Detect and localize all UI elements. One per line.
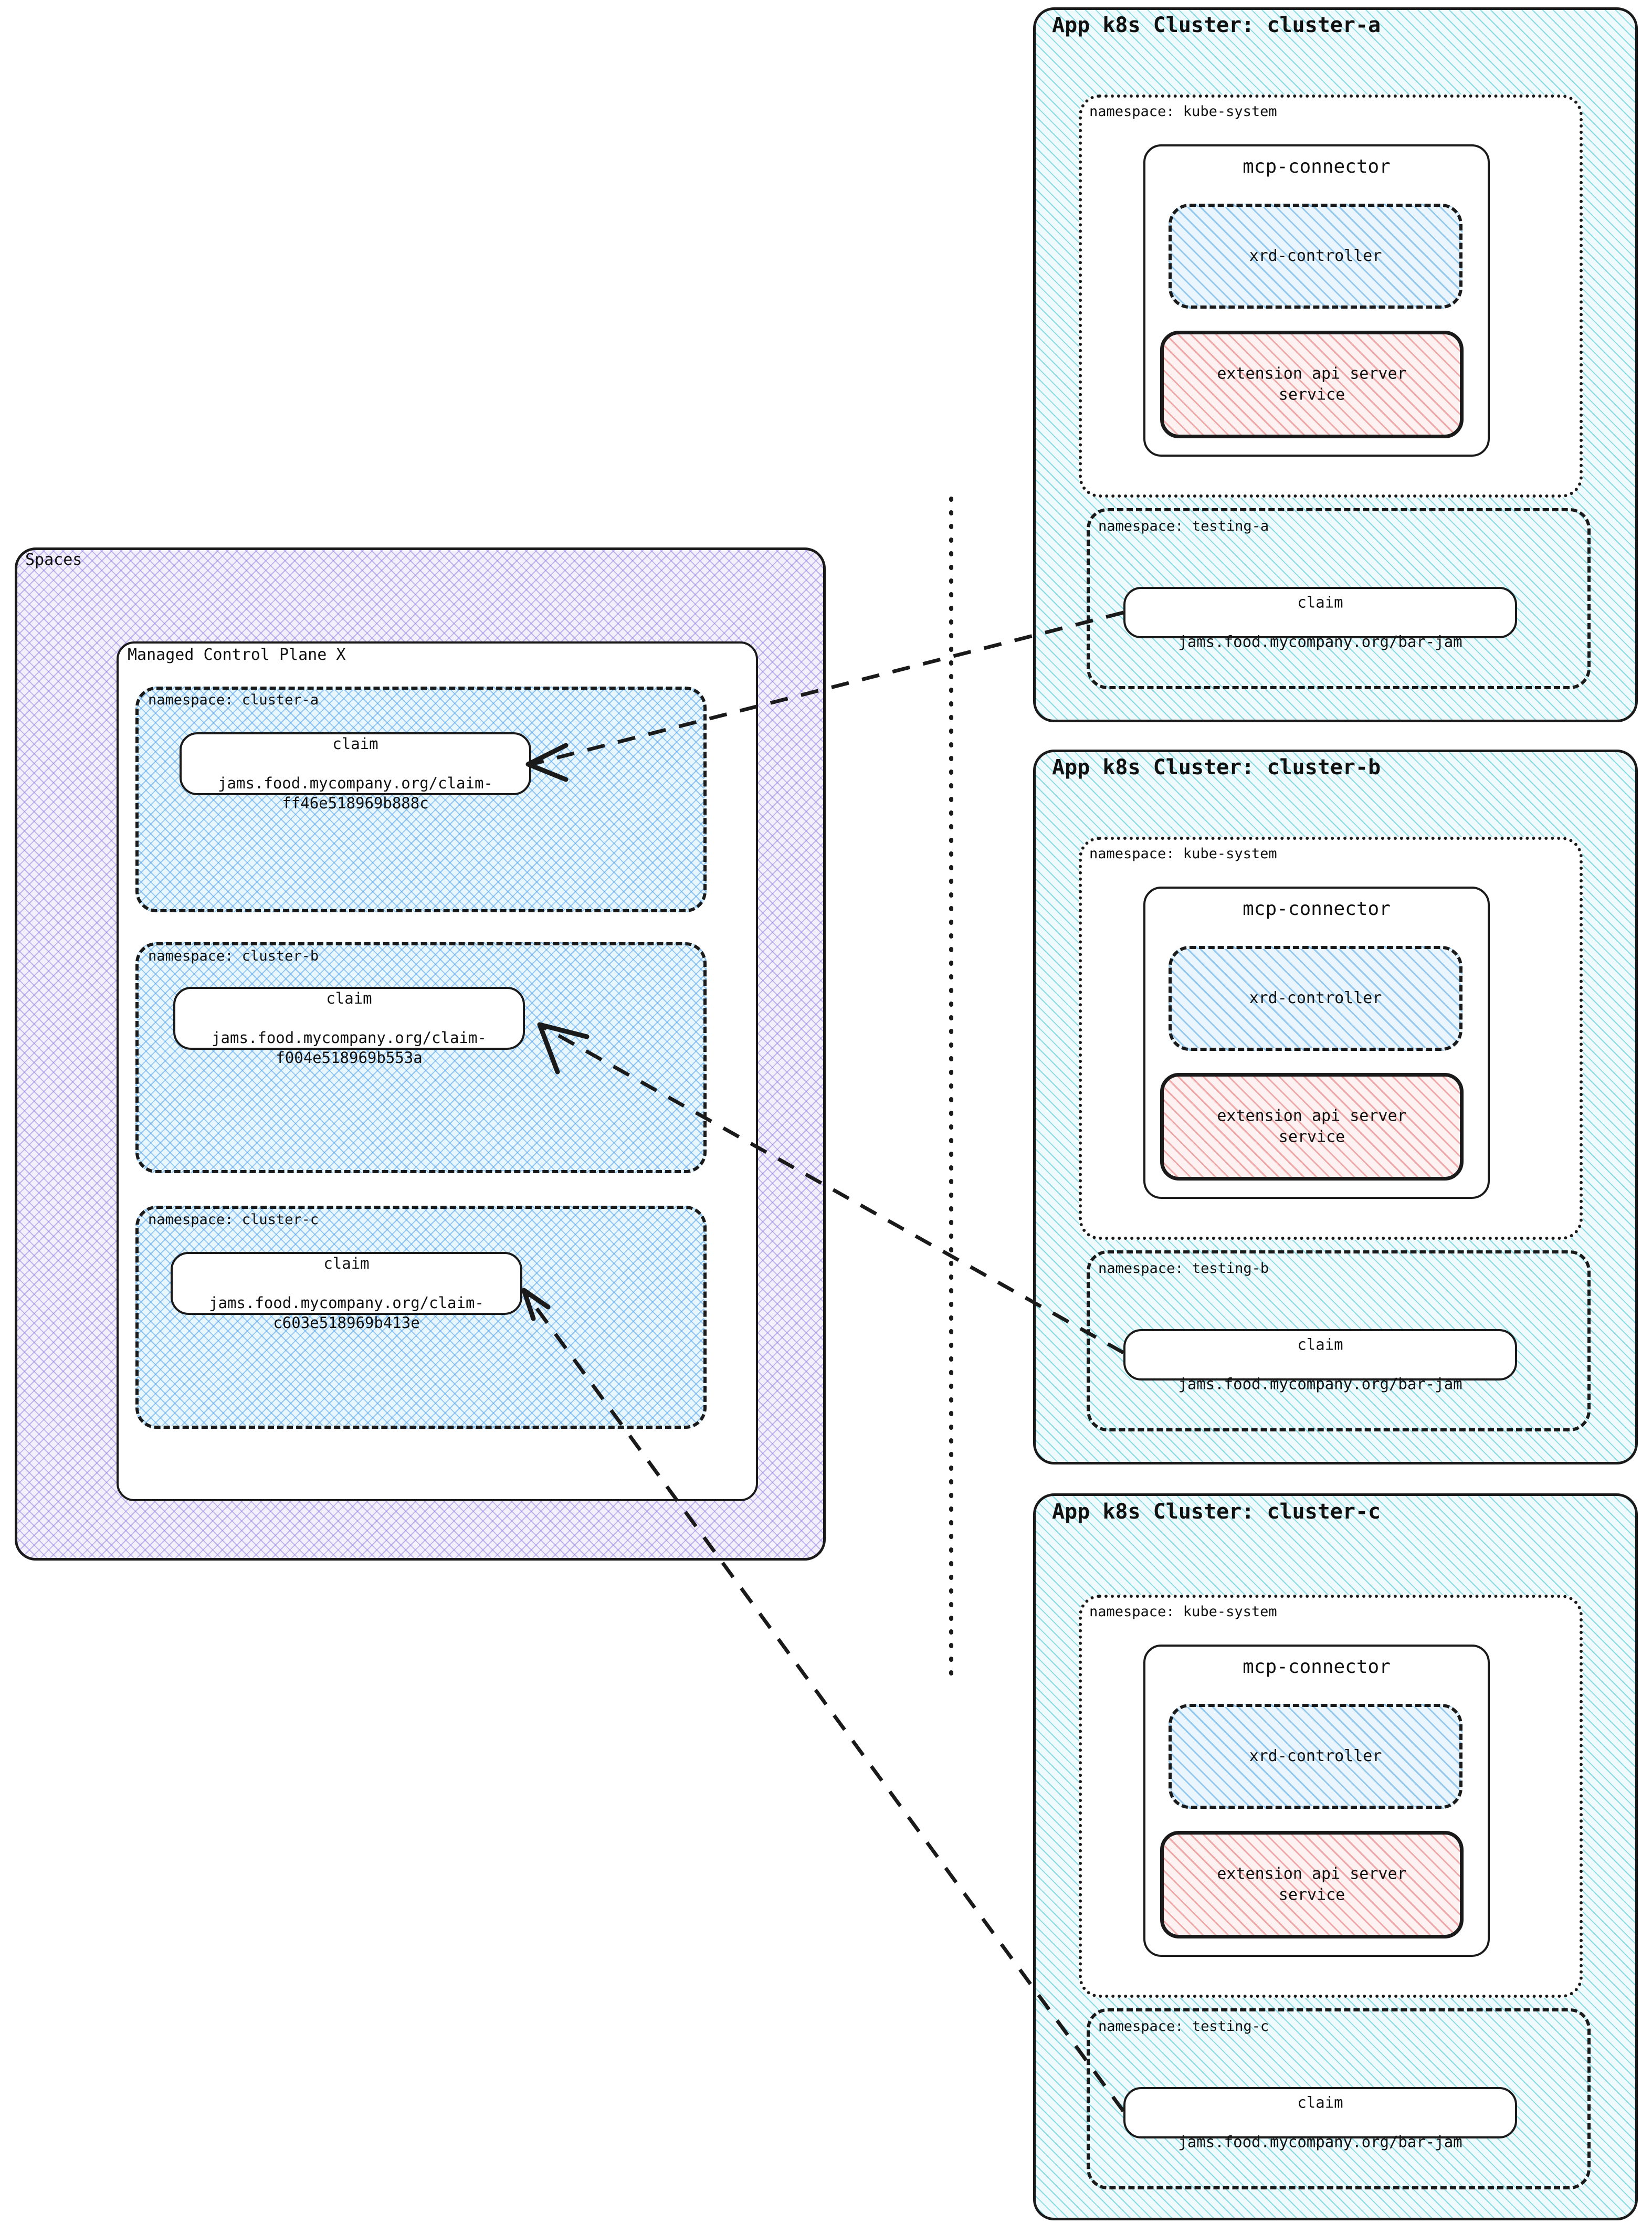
mcp-namespace-cluster-a-label: namespace: cluster-a (148, 692, 319, 708)
claim-ref-c: jams.food.mycompany.org/claim- c603e5189… (209, 1293, 484, 1332)
claim-card-cluster-a[interactable]: claim jams.food.mycompany.org/claim- ff4… (180, 732, 531, 812)
cluster-a-kube-system-label: namespace: kube-system (1089, 103, 1277, 120)
cluster-a-testing-label: namespace: testing-a (1098, 518, 1269, 534)
app-cluster-b-title: App k8s Cluster: cluster-b (1052, 755, 1381, 779)
claim-ref-b: jams.food.mycompany.org/claim- f004e5189… (212, 1028, 487, 1067)
cluster-c-testing-claim-ref: jams.food.mycompany.org/bar-jam (1178, 2133, 1462, 2151)
claim-card-cluster-b-kind: claim jams.food.mycompany.org/claim- f00… (180, 969, 519, 1068)
cluster-b-testing-claim-ref: jams.food.mycompany.org/bar-jam (1178, 1375, 1462, 1393)
cluster-b-mcp-connector-title: mcp-connector (1243, 898, 1391, 920)
managed-control-plane-label: Managed Control Plane X (128, 646, 346, 664)
cluster-c-xrd-controller: xrd-controller (1169, 1704, 1462, 1809)
cluster-a-testing-claim-kind: claim (1297, 593, 1343, 612)
cluster-b-testing-claim-text: claim jams.food.mycompany.org/bar-jam (1130, 1315, 1511, 1395)
claim-kind-c: claim (323, 1254, 370, 1272)
cluster-c-mcp-connector-title: mcp-connector (1243, 1656, 1391, 1678)
cluster-b-extension-api-server-label: extension api server service (1217, 1107, 1407, 1146)
cluster-a-mcp-connector-title: mcp-connector (1243, 156, 1391, 177)
cluster-b-kube-system-label: namespace: kube-system (1089, 846, 1277, 862)
cluster-a-testing-claim-card[interactable]: claim jams.food.mycompany.org/bar-jam (1123, 587, 1517, 651)
cluster-a-extension-api-server-label: extension api server service (1217, 364, 1407, 404)
cluster-a-testing-namespace (1087, 508, 1591, 689)
claim-card-cluster-a-kind: claim jams.food.mycompany.org/claim- ff4… (186, 714, 525, 813)
cluster-b-testing-claim-card[interactable]: claim jams.food.mycompany.org/bar-jam (1123, 1329, 1517, 1393)
claim-kind-b: claim (326, 989, 372, 1007)
claim-ref-a: jams.food.mycompany.org/claim- ff46e5189… (218, 774, 493, 812)
cluster-c-testing-claim-kind: claim (1297, 2093, 1343, 2112)
cluster-c-testing-claim-card[interactable]: claim jams.food.mycompany.org/bar-jam (1123, 2087, 1517, 2151)
claim-card-cluster-c[interactable]: claim jams.food.mycompany.org/claim- c60… (171, 1252, 522, 1332)
cluster-b-testing-claim-kind: claim (1297, 1335, 1343, 1354)
cluster-c-xrd-controller-label: xrd-controller (1249, 1746, 1382, 1765)
cluster-b-testing-label: namespace: testing-b (1098, 1260, 1269, 1277)
cluster-c-extension-api-server-label: extension api server service (1217, 1864, 1407, 1904)
claim-card-cluster-b[interactable]: claim jams.food.mycompany.org/claim- f00… (173, 987, 525, 1067)
cluster-b-extension-api-server: extension api server service (1160, 1073, 1464, 1181)
mcp-namespace-cluster-b-label: namespace: cluster-b (148, 948, 319, 964)
claim-card-cluster-c-kind: claim jams.food.mycompany.org/claim- c60… (177, 1234, 516, 1333)
mcp-namespace-cluster-c-label: namespace: cluster-c (148, 1211, 319, 1228)
cluster-a-xrd-controller-label: xrd-controller (1249, 246, 1382, 265)
app-cluster-a-title: App k8s Cluster: cluster-a (1052, 13, 1381, 37)
cluster-c-testing-label: namespace: testing-c (1098, 2018, 1269, 2035)
cluster-a-testing-claim-ref: jams.food.mycompany.org/bar-jam (1178, 633, 1462, 651)
cluster-c-testing-claim-text: claim jams.food.mycompany.org/bar-jam (1130, 2073, 1511, 2153)
cluster-a-xrd-controller: xrd-controller (1169, 204, 1462, 309)
cluster-b-xrd-controller-label: xrd-controller (1249, 988, 1382, 1007)
cluster-a-extension-api-server: extension api server service (1160, 331, 1464, 438)
claim-kind-a: claim (332, 734, 378, 753)
spaces-label: Spaces (25, 551, 82, 569)
cluster-c-extension-api-server: extension api server service (1160, 1831, 1464, 1938)
cluster-c-kube-system-label: namespace: kube-system (1089, 1604, 1277, 1620)
app-cluster-c-title: App k8s Cluster: cluster-c (1052, 1500, 1381, 1524)
cluster-a-testing-claim-text: claim jams.food.mycompany.org/bar-jam (1130, 573, 1511, 652)
cluster-b-xrd-controller: xrd-controller (1169, 946, 1462, 1051)
